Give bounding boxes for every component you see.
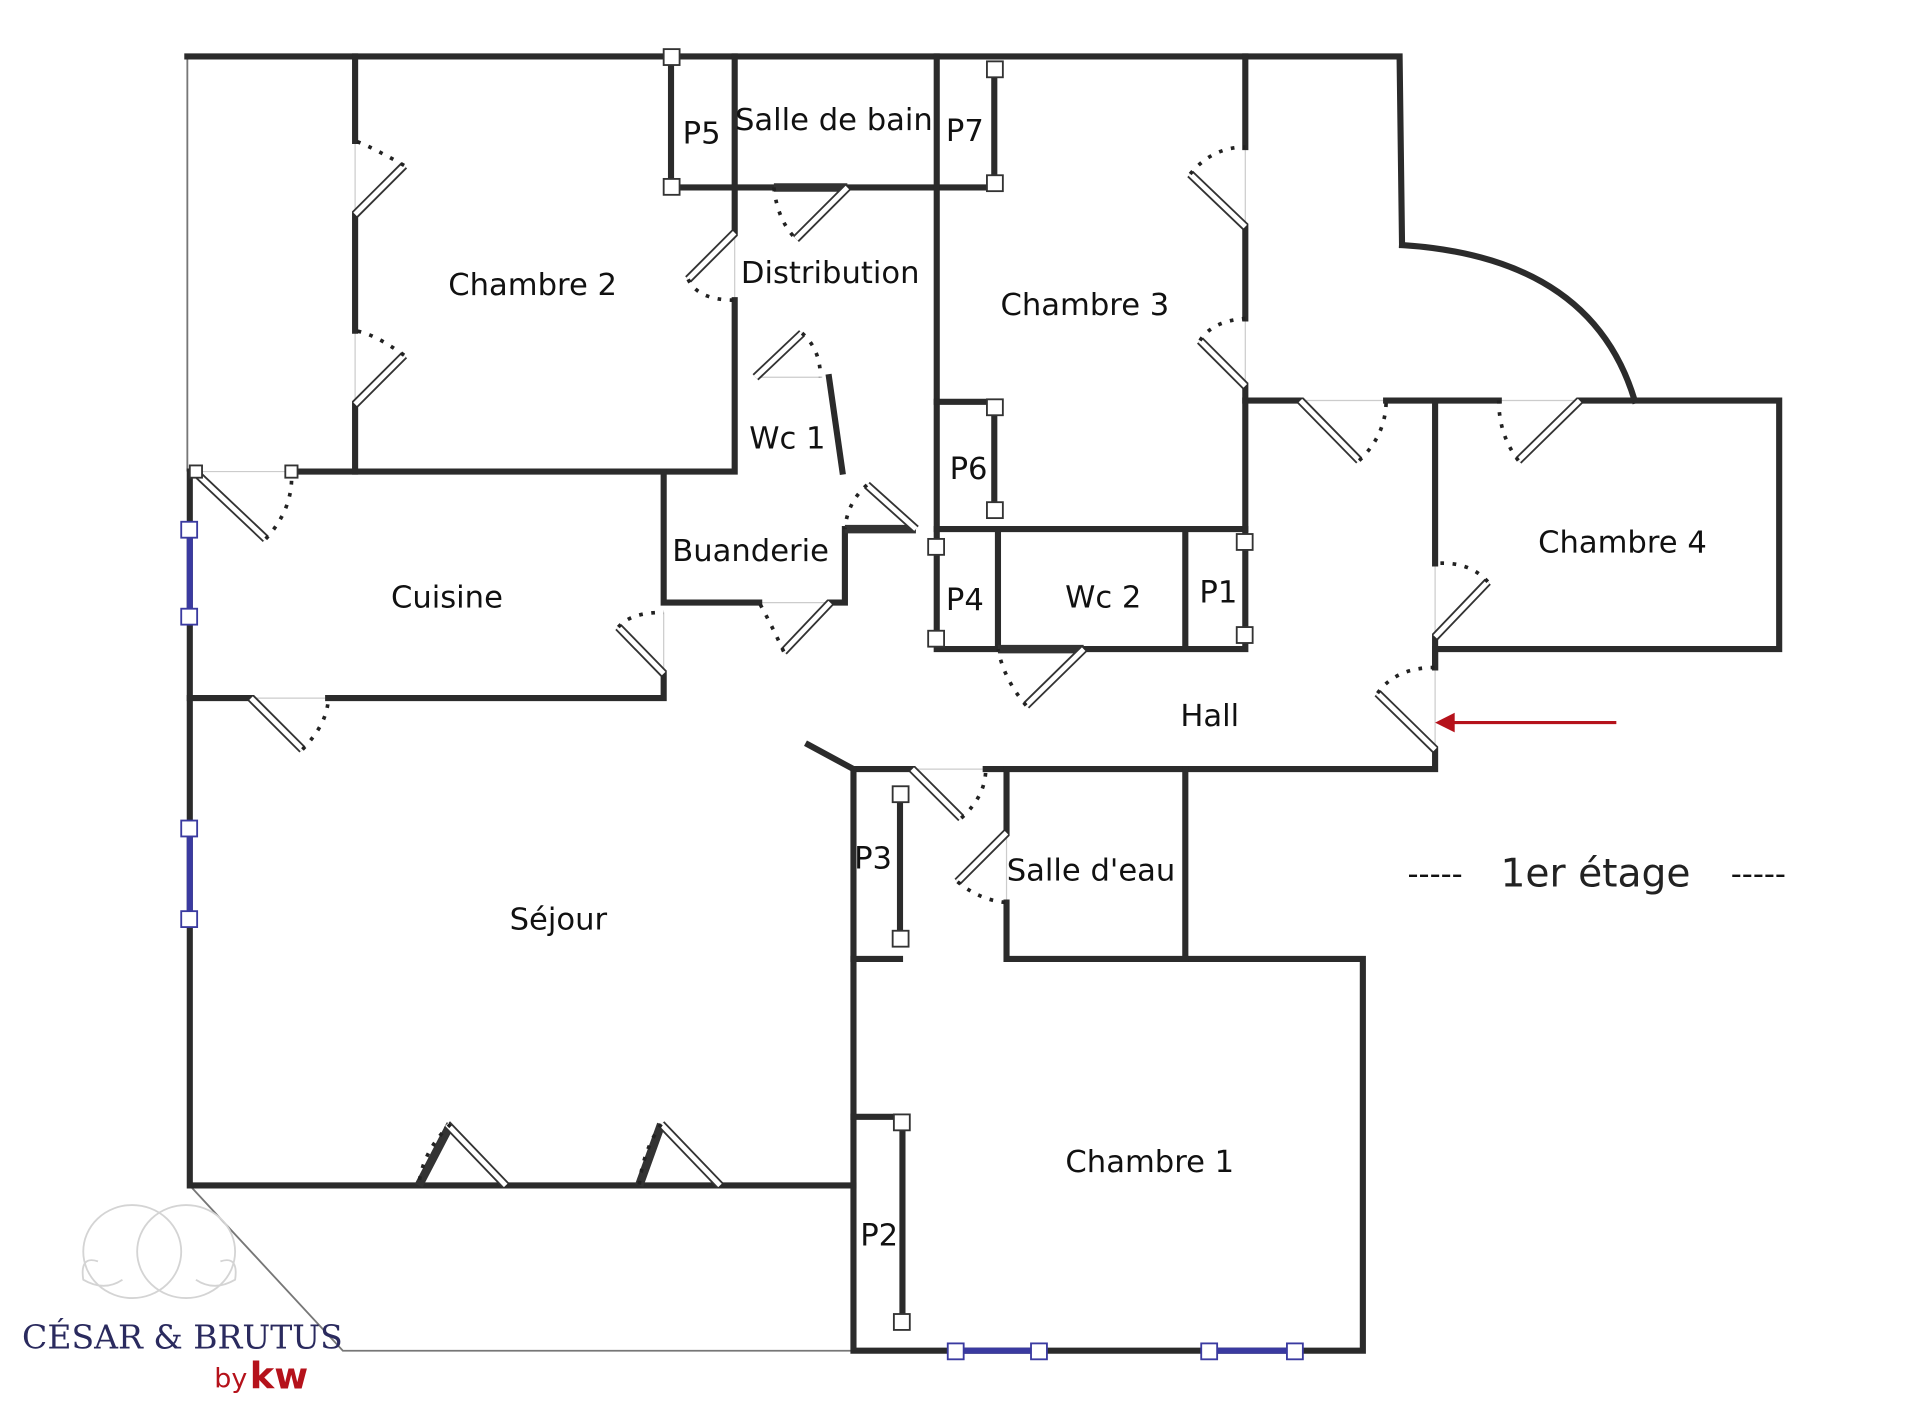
room-label-chambre-3: Chambre 3 (1001, 288, 1170, 323)
room-label-chambre-4: Chambre 4 (1538, 525, 1707, 560)
room-label-p2: P2 (860, 1218, 898, 1253)
entry-arrow (1435, 712, 1617, 733)
logo-by: by (214, 1363, 247, 1394)
logo-name: CÉSAR & BRUTUS (22, 1316, 343, 1356)
room-labels: Chambre 2 Salle de bain P5 P7 Distributi… (391, 103, 1707, 1254)
room-label-chambre-2: Chambre 2 (448, 268, 617, 303)
room-label-p1: P1 (1199, 576, 1237, 611)
windows (180, 520, 1304, 1361)
room-label-wc-1: Wc 1 (749, 421, 825, 456)
room-label-cuisine: Cuisine (391, 580, 503, 615)
thin-lines (186, 56, 1580, 1352)
logo-kw: kw (250, 1355, 308, 1398)
legend-dashes-left: ----- (1407, 857, 1462, 892)
room-label-distribution: Distribution (741, 256, 920, 291)
room-label-salle-de-bain: Salle de bain (735, 103, 933, 138)
room-label-wc-2: Wc 2 (1065, 580, 1141, 615)
lion-emblem-icon (81, 1204, 237, 1300)
floor-legend: ----- 1er étage ----- (1407, 852, 1785, 897)
room-label-p3: P3 (854, 841, 892, 876)
legend-dashes-right: ----- (1731, 857, 1786, 892)
legend-label: 1er étage (1501, 852, 1691, 897)
room-label-salle-deau: Salle d'eau (1007, 854, 1176, 889)
room-label-p6: P6 (950, 452, 988, 487)
room-label-buanderie: Buanderie (672, 534, 829, 569)
room-label-p5: P5 (683, 116, 721, 151)
room-label-p7: P7 (946, 114, 984, 149)
room-label-hall: Hall (1180, 699, 1239, 734)
room-label-sejour: Séjour (510, 903, 608, 938)
wall-nodes (188, 48, 1254, 1331)
doors (195, 139, 1583, 1189)
room-label-p4: P4 (946, 583, 984, 618)
room-label-chambre-1: Chambre 1 (1065, 1145, 1234, 1180)
walls (184, 53, 1783, 1354)
logo: CÉSAR & BRUTUS by kw (22, 1204, 343, 1398)
